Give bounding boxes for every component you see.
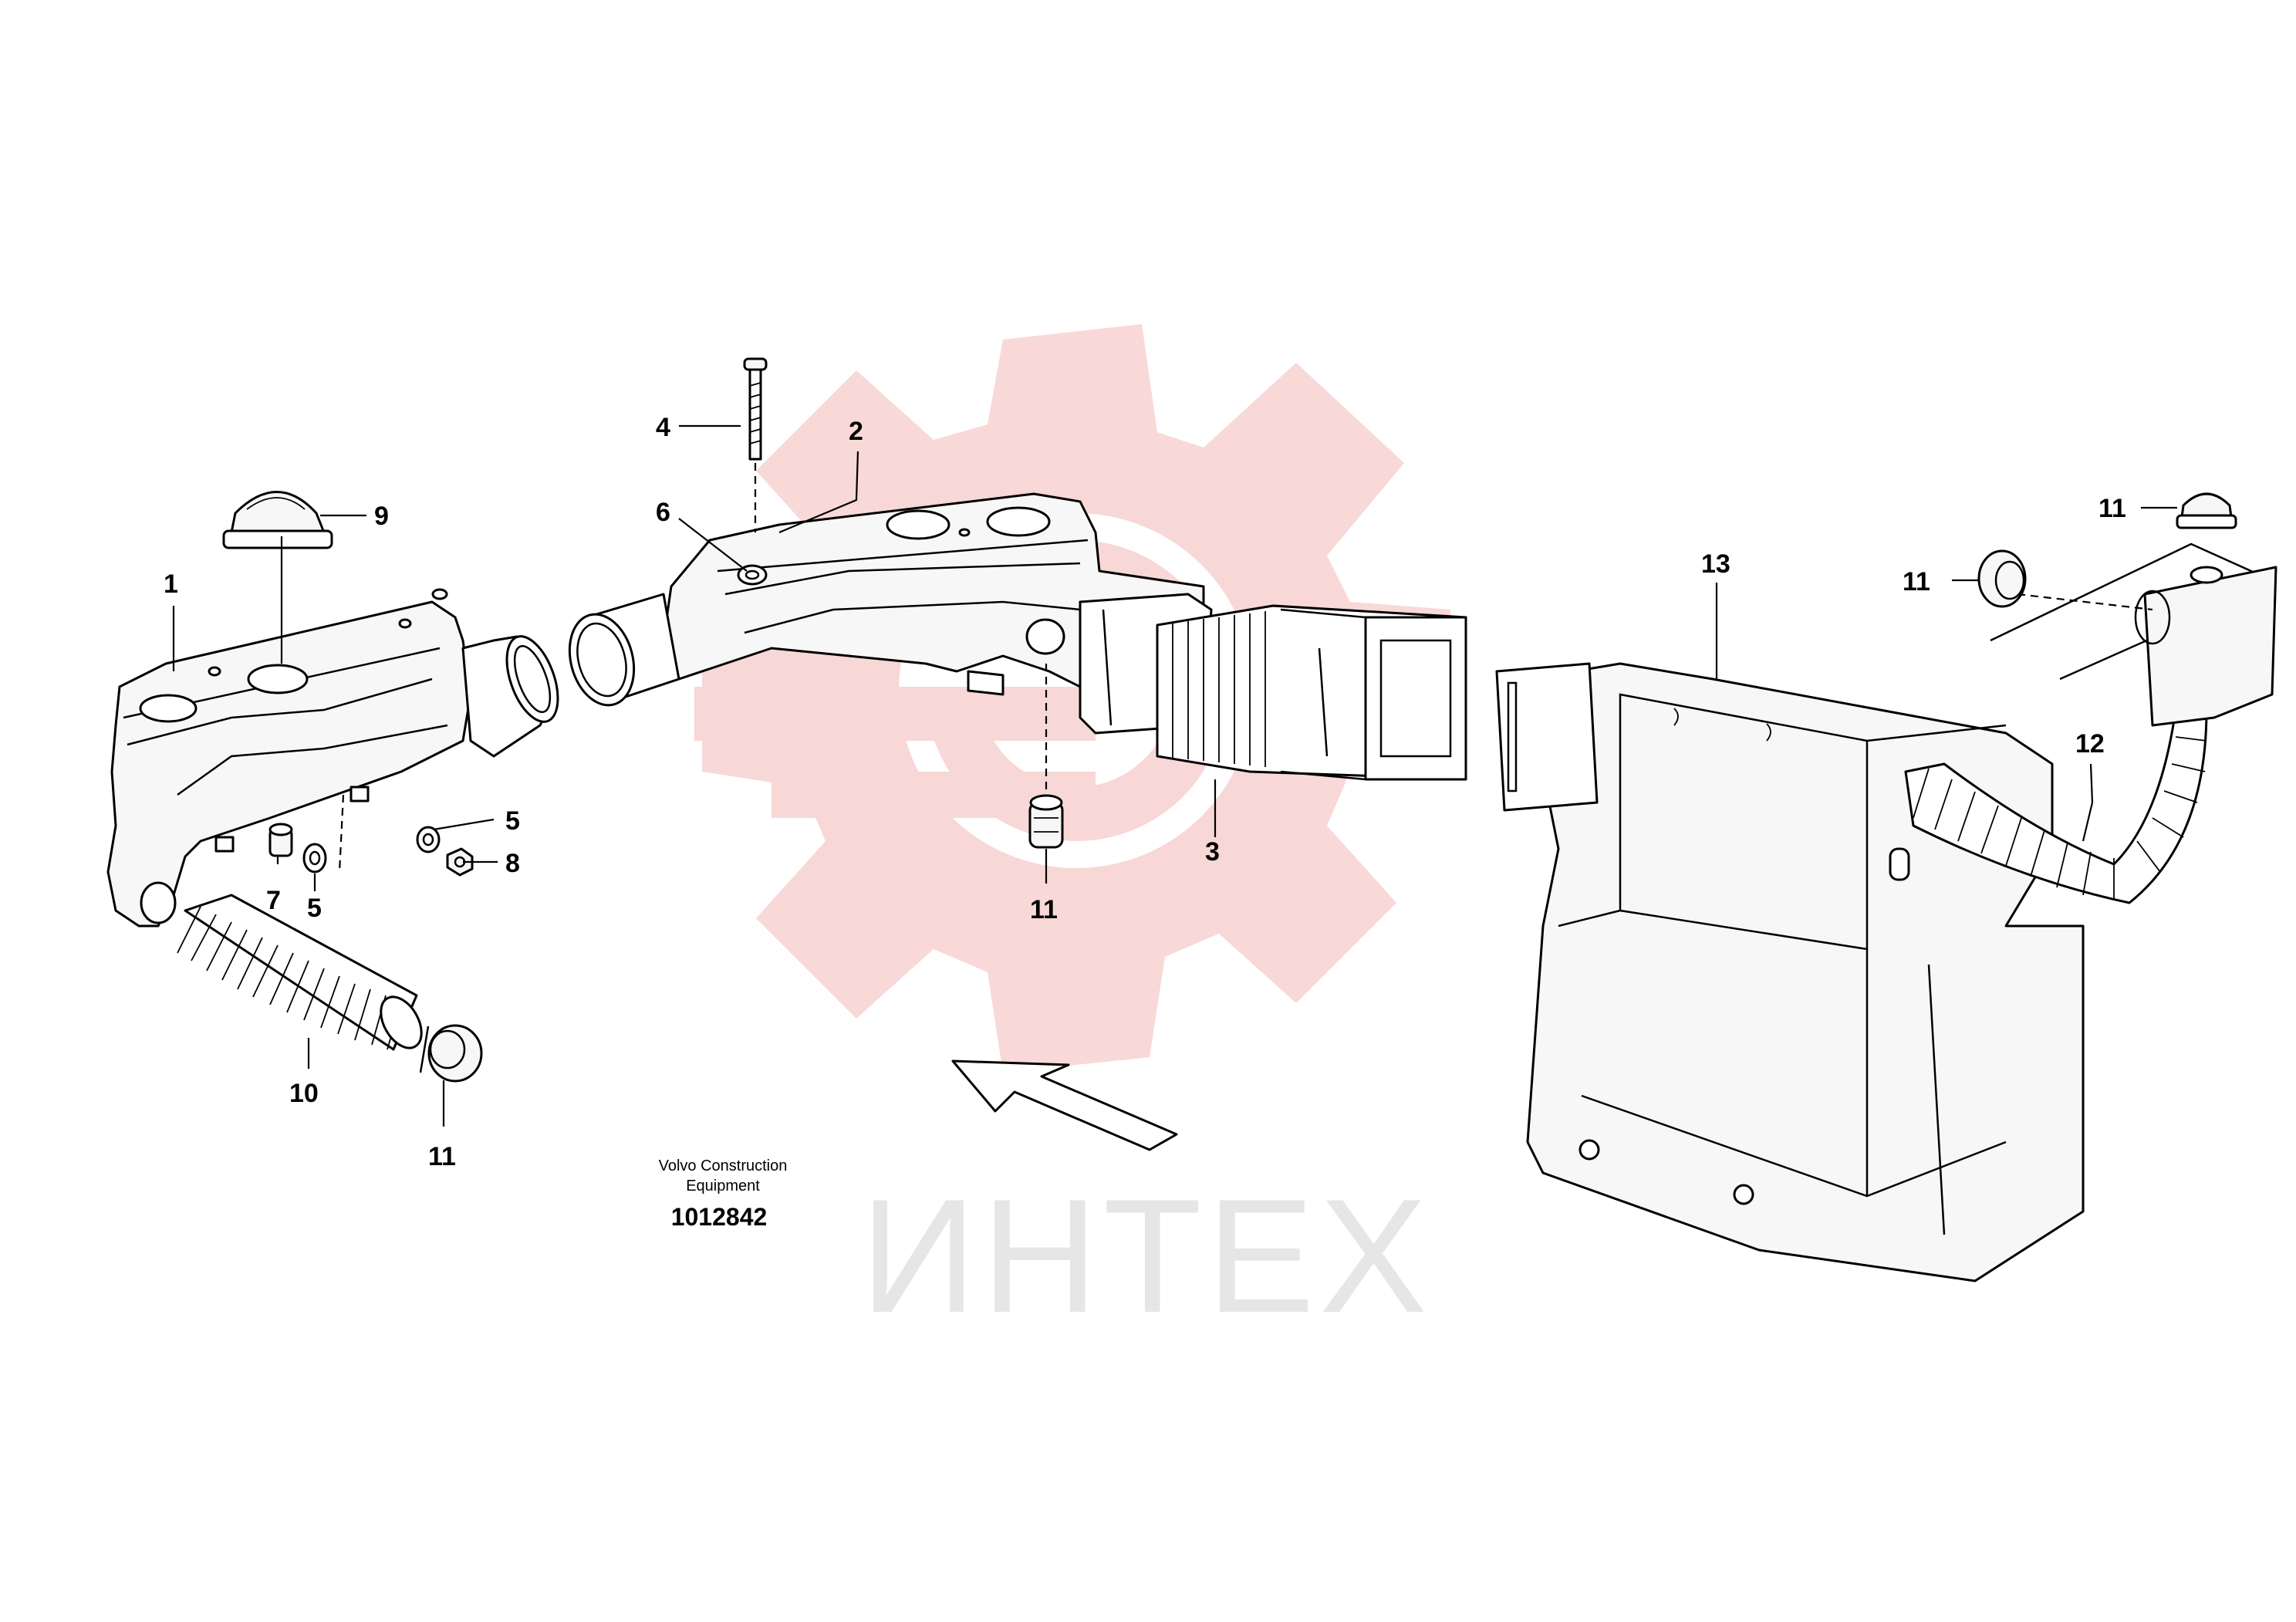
caption-id: 1012842 xyxy=(671,1203,768,1231)
watermark-text: ИНТЕХ xyxy=(860,1165,1432,1347)
part-3-bellows xyxy=(1156,604,1467,781)
callout-12: 12 xyxy=(2075,729,2105,759)
part-13-air-box xyxy=(1495,662,2085,1282)
callout-5-upper: 5 xyxy=(505,806,520,836)
part-8-nut xyxy=(446,847,474,877)
part-9-cap xyxy=(222,491,333,549)
callout-4: 4 xyxy=(656,413,670,442)
diagram-caption: Volvo Construction Equipment 1012842 xyxy=(659,1157,788,1231)
assembly-line-left xyxy=(338,794,345,873)
part-5-washer-upper xyxy=(416,826,441,853)
callout-13: 13 xyxy=(1701,549,1730,579)
callout-11-left: 11 xyxy=(428,1142,456,1171)
part-11-plug-center xyxy=(1028,794,1064,849)
part-5-washer-lower xyxy=(302,843,327,874)
callout-7: 7 xyxy=(266,886,281,915)
part-11-grommet-right-lower xyxy=(1977,549,2027,608)
callout-2: 2 xyxy=(849,417,863,446)
arrow-icon xyxy=(951,1059,1178,1151)
right-bracket xyxy=(1990,542,2277,727)
callout-11-right-upper: 11 xyxy=(2098,494,2126,523)
part-10-corrugated-hose xyxy=(177,894,423,1051)
callout-10: 10 xyxy=(289,1079,319,1108)
callout-9: 9 xyxy=(374,502,389,531)
caption-line-2: Equipment xyxy=(686,1178,760,1195)
callout-11-right-lower: 11 xyxy=(1903,567,1930,596)
callout-5-lower: 5 xyxy=(307,894,322,923)
leader-lines xyxy=(172,424,2177,1127)
part-7-spacer xyxy=(268,823,293,857)
callout-8: 8 xyxy=(505,849,520,878)
callout-11-center: 11 xyxy=(1030,895,1058,924)
callout-6: 6 xyxy=(656,498,670,527)
part-4-bolt xyxy=(743,357,768,532)
part-11-grommet-left xyxy=(419,1024,483,1083)
part-1-air-duct xyxy=(106,588,559,928)
caption-line-1: Volvo Construction xyxy=(659,1157,788,1174)
callout-3: 3 xyxy=(1205,837,1220,867)
part-11-grommet-right-upper xyxy=(2176,492,2237,529)
callout-1: 1 xyxy=(164,569,178,599)
